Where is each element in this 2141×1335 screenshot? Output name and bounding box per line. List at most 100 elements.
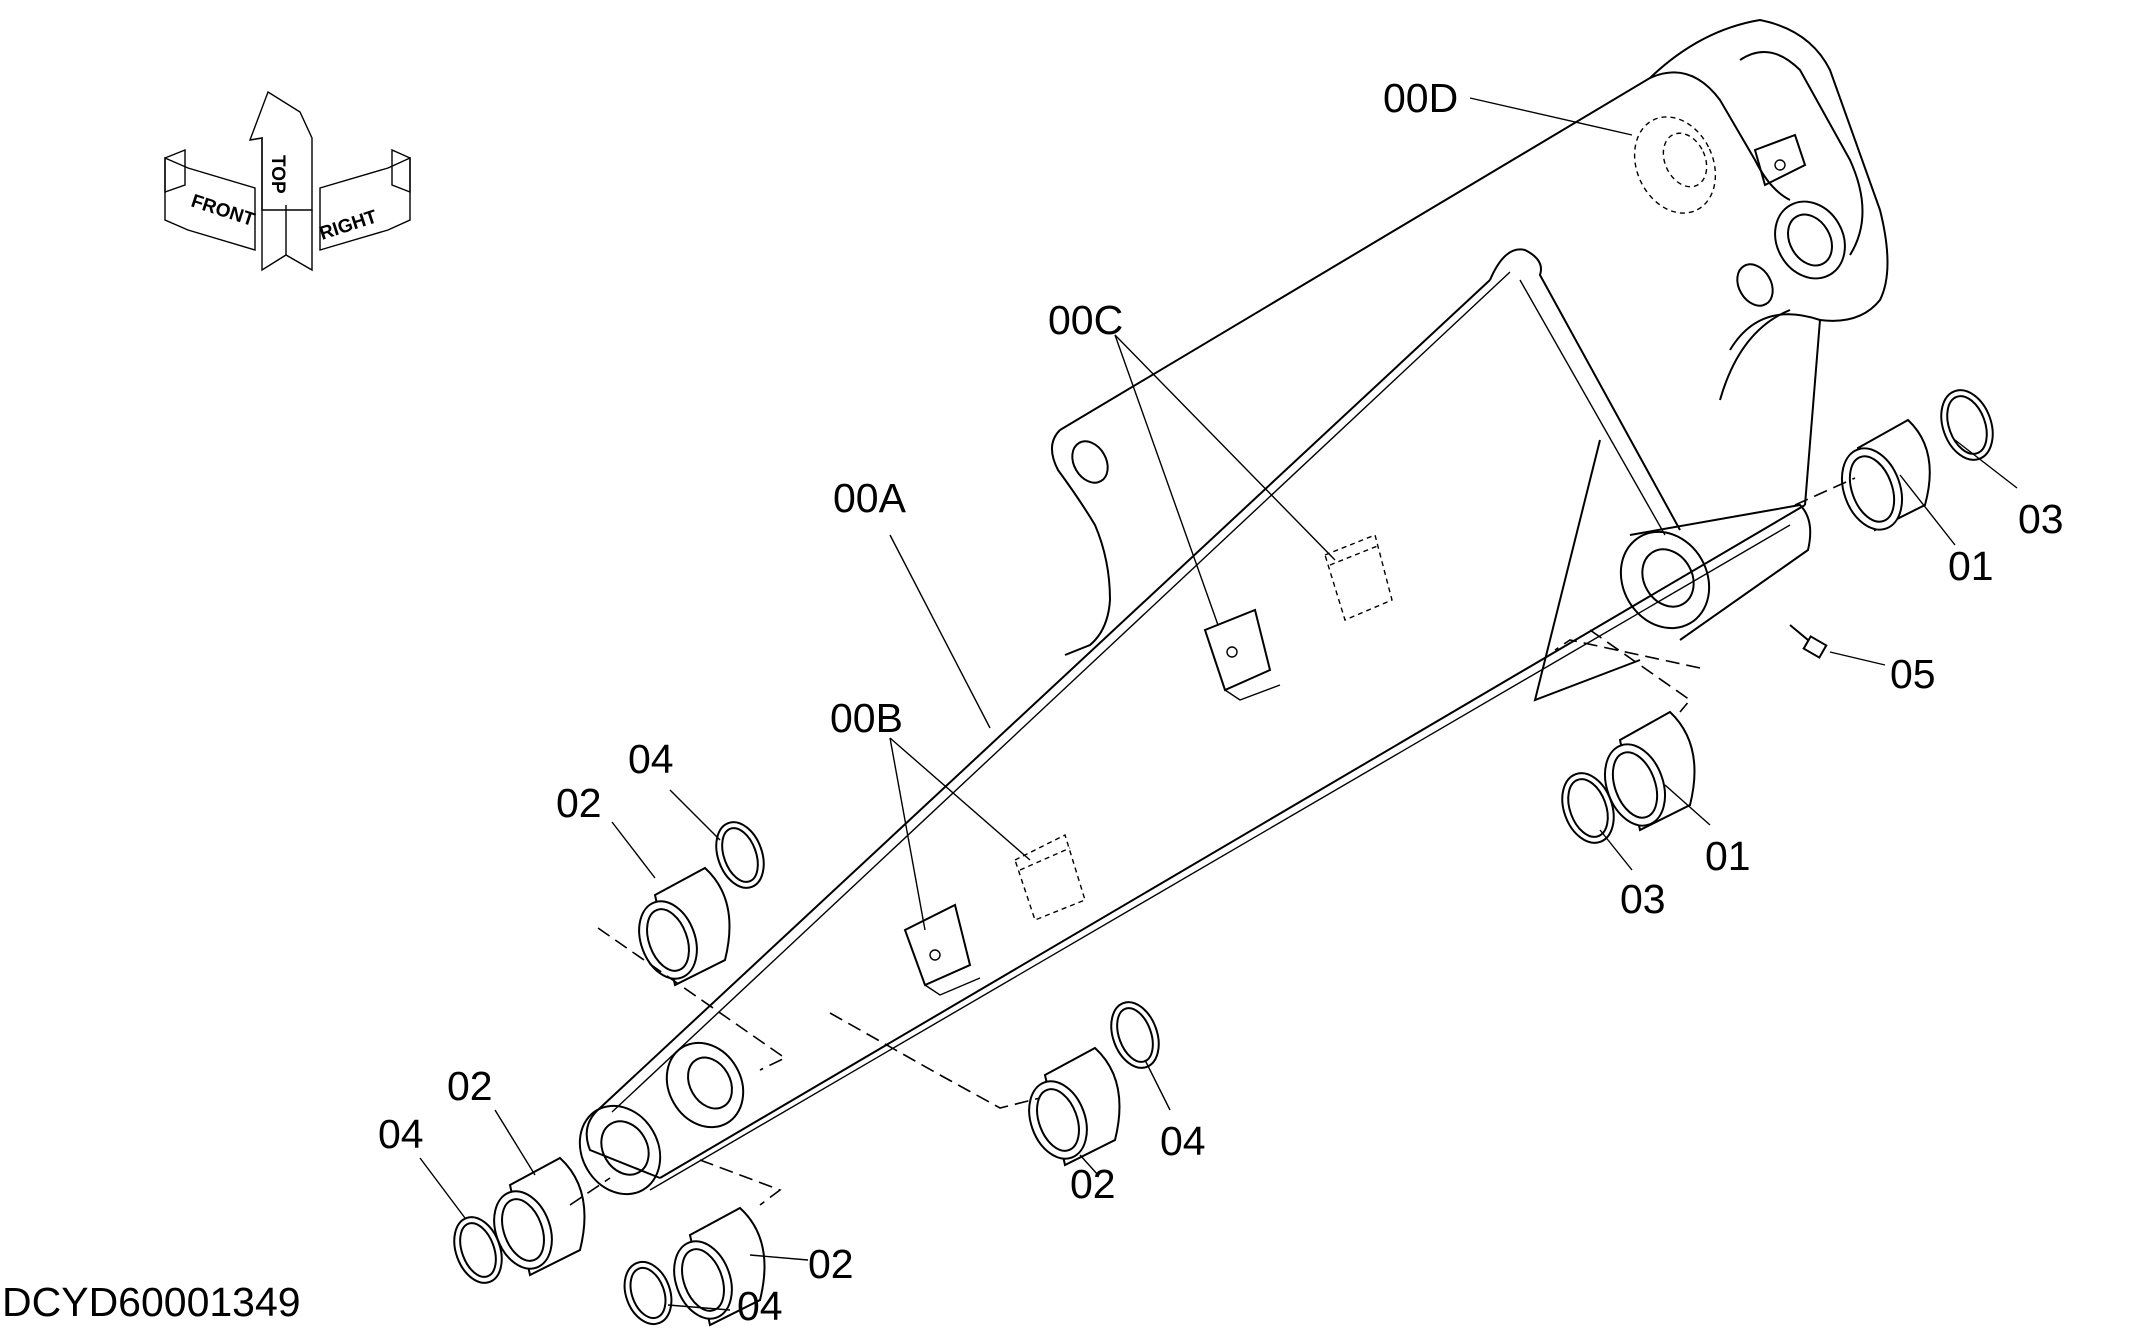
- ring-03-upper-inner: [1946, 395, 1988, 455]
- ring-03-lower-inner: [1567, 778, 1609, 838]
- pad-00b-hidden: [1014, 834, 1086, 921]
- ring-04-left-lower: [453, 1216, 503, 1284]
- callout-05: 05: [1890, 651, 1936, 697]
- leader-03-lower: [1599, 829, 1633, 871]
- centerline-right-lower-2: [1589, 629, 1692, 713]
- ring-03-lower: [1561, 772, 1615, 844]
- leader-00d: [1469, 97, 1633, 136]
- centerline-left-upper: [597, 927, 787, 1071]
- bracket-hole-small: [1736, 263, 1774, 307]
- orient-top-label: TOP: [267, 155, 288, 194]
- bushing-02-center-bore: [1036, 1088, 1080, 1152]
- document-code: DCYD60001349: [2, 1279, 301, 1325]
- leader-02-left-upper: [611, 821, 656, 879]
- callout-04-left-upper: 04: [628, 736, 674, 782]
- callout-02-center: 02: [1070, 1161, 1116, 1207]
- pad-00b-hole: [929, 949, 941, 961]
- bracket-lower: [1729, 313, 1822, 506]
- pad-00c-hidden: [1324, 534, 1393, 621]
- leader-02-bottom: [749, 1254, 809, 1261]
- lower-flange-line: [659, 504, 1806, 1179]
- lower-flange-line-2: [649, 524, 1791, 1191]
- ring-04-center: [1110, 1001, 1160, 1069]
- centerline-bottom: [699, 1159, 782, 1206]
- ring-04-left-lower-inner: [459, 1222, 497, 1278]
- top-arrow-body: [249, 137, 313, 272]
- cross-tube-right: [1629, 503, 1812, 641]
- bracket-tab: [1753, 133, 1807, 187]
- front-arrow-head: [164, 148, 186, 193]
- boom-top-edge: [1059, 18, 1889, 431]
- bushing-02-center-face: [1028, 1080, 1088, 1160]
- centerline-center: [829, 1012, 1041, 1109]
- callout-04-bottom: 04: [737, 1283, 783, 1329]
- callout-03-lower: 03: [1620, 876, 1666, 922]
- right-arrow-shape: [319, 156, 411, 251]
- bracket-hole-inner: [1787, 213, 1833, 267]
- pad-00c-solid: [1203, 608, 1272, 692]
- callout-00c: 00C: [1048, 297, 1123, 343]
- bushing-02-bottom-face: [673, 1240, 733, 1320]
- pad-00b-side: [924, 977, 981, 996]
- leader-00b-1: [889, 737, 926, 931]
- callout-00d: 00D: [1383, 75, 1458, 121]
- ring-04-left-upper: [715, 821, 765, 889]
- bushing-02-left-upper-bore: [646, 908, 690, 972]
- bracket-tab-hole: [1774, 159, 1786, 171]
- bushing-01-lower-bore: [1611, 751, 1659, 819]
- callout-01-lower: 01: [1705, 833, 1751, 879]
- leader-04-center: [1144, 1059, 1171, 1111]
- ring-04-center-inner: [1116, 1007, 1154, 1063]
- pad-00c-side: [1224, 684, 1281, 701]
- pads: [903, 534, 1393, 996]
- pin-boss-hidden-inner: [1662, 132, 1708, 188]
- leader-02-left-lower: [494, 1109, 536, 1176]
- ring-03-upper: [1940, 389, 1994, 461]
- leader-01-upper: [1899, 474, 1956, 546]
- leader-lines: [419, 97, 2018, 1311]
- ear-hole: [1071, 440, 1109, 484]
- callout-labels: 00D 00C 00A 00B 03 01 05 01 03 04 02 02 …: [378, 75, 2064, 1329]
- nose-boss-rear: [665, 1041, 745, 1129]
- leader-00c-2: [1114, 334, 1336, 561]
- boom-nose: [585, 1107, 661, 1179]
- grease-fitting: [1802, 635, 1828, 659]
- leader-04-left-lower: [419, 1157, 466, 1219]
- orient-right-label: RIGHT: [317, 206, 380, 244]
- leader-04-bottom: [667, 1304, 731, 1311]
- leader-05: [1829, 651, 1886, 666]
- right-arrow-head: [391, 148, 411, 194]
- leader-00a: [889, 534, 991, 729]
- assembly-center-lines: [569, 477, 1856, 1206]
- bracket-inner-edge-2: [1739, 51, 1864, 256]
- pin-boss-hidden: [1633, 116, 1717, 214]
- centerline-right-lower: [1554, 639, 1701, 669]
- ring-04-bottom-inner: [629, 1266, 667, 1320]
- callout-02-left-lower: 02: [447, 1063, 493, 1109]
- boom-foot-boss: [1619, 530, 1711, 630]
- callout-00b: 00B: [830, 695, 903, 741]
- centerline-right-upper: [1794, 477, 1856, 506]
- upper-flange-line-2: [611, 271, 1511, 1113]
- leader-00c-1: [1114, 334, 1219, 626]
- left-ear-plate: [1051, 429, 1112, 656]
- callout-00a: 00A: [833, 475, 907, 521]
- bracket-inner-edge: [1649, 71, 1791, 201]
- web-diagonal: [1489, 248, 1681, 531]
- leader-03-upper: [1954, 439, 2018, 489]
- bushing-01-upper-bore: [1848, 455, 1896, 523]
- web-diagonal-2: [1519, 279, 1666, 536]
- leader-00b-2: [889, 737, 1031, 861]
- front-arrow-shape: [164, 156, 256, 251]
- bracket-hole-large: [1774, 200, 1846, 280]
- pad-00c-hole: [1226, 646, 1238, 658]
- boom-body: [578, 18, 1889, 1196]
- callout-02-left-upper: 02: [556, 780, 602, 826]
- callout-04-left-lower: 04: [378, 1111, 424, 1157]
- bushing-01-upper-face: [1841, 447, 1903, 531]
- orientation-marker: FRONT TOP RIGHT: [164, 90, 411, 272]
- ring-04-bottom: [623, 1261, 673, 1325]
- bushing-02-left-lower-bore: [501, 1198, 545, 1262]
- bushings-and-rings: [453, 389, 1994, 1327]
